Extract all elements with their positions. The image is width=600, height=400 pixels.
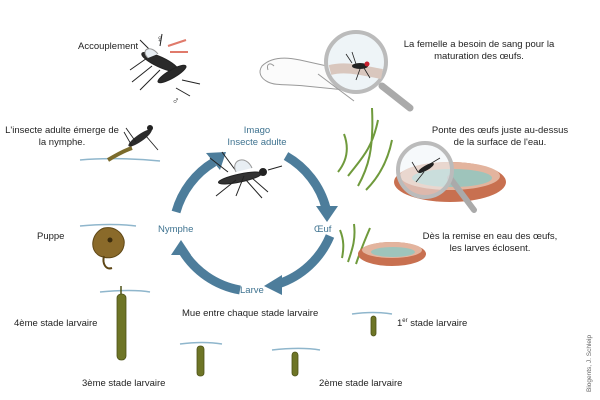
pupa-illustration [79,223,137,270]
image-credit: Biogents, J. Schleip [586,334,593,392]
hatching-dish-illustration [339,223,426,266]
larva-stage-3-label: 3ème stade larvaire [82,378,166,389]
emergence-label: L'insecte adulte émerge de la nymphe. [2,125,122,149]
imago-line-1: Imago [243,125,271,136]
mating-mosquitoes-illustration [129,33,201,97]
larva-stage-1-number: 1 [397,318,403,329]
egg-laying-label: Ponte des œufs juste au-dessus de la sur… [430,125,570,149]
imago-mosquito-illustration [209,151,283,199]
larva-stage-3-illustration [179,341,223,377]
egg-laying-text: Ponte des œufs juste au-dessus de la sur… [431,125,569,148]
cycle-label-nymph: Nymphe [158,224,194,235]
female-symbol: ♀ [156,34,164,45]
larva-stage-1-text: stade larvaire [407,318,468,329]
arrowhead-nymph [171,240,191,255]
cycle-label-egg: Œuf [314,224,332,235]
larva-stage-4-illustration [99,286,151,361]
emerging-adult-illustration [79,125,161,162]
pupa-label: Puppe [37,231,65,242]
egg-laying-dish-illustration [337,107,506,213]
imago-line-2: Insecte adulte [227,137,287,148]
arrow-nymph-to-imago [171,158,217,214]
hatching-label: Dès la remise en eau des œufs, les larve… [420,231,560,255]
arrow-larva-to-nymph [178,247,241,295]
magnifier-blood-illustration [324,30,414,112]
mating-label: Accouplement [78,41,139,52]
blood-meal-label: La femelle a besoin de sang pour la matu… [400,39,558,63]
larva-stage-1-superscript: er [402,317,408,324]
male-symbol: ♂ [172,96,180,107]
arrowhead-imago [206,152,226,170]
arm-blood-meal-illustration [259,57,355,102]
blood-meal-text: La femelle a besoin de sang pour la matu… [403,39,555,62]
arrowhead-egg [316,206,338,222]
cycle-label-imago: Imago Insecte adulte [212,125,302,149]
arrow-imago-to-egg [283,152,331,210]
arrowhead-larva [264,275,282,295]
cycle-arrows [171,152,335,295]
cycle-label-larva: Larve [240,285,264,296]
molt-label: Mue entre chaque stade larvaire [182,308,319,319]
larva-stage-1-illustration [351,311,393,337]
arrow-egg-to-larva [276,234,335,289]
emergence-text: L'insecte adulte émerge de la nymphe. [5,125,119,148]
hatching-text: Dès la remise en eau des œufs, les larve… [422,231,558,254]
cycle-arrowheads [171,152,338,295]
larva-stage-4-label: 4ème stade larvaire [14,318,98,329]
larva-stage-2-illustration [271,347,321,377]
larva-stage-1-label: 1er stade larvaire [397,318,467,330]
larva-stage-2-label: 2ème stade larvaire [319,378,403,389]
